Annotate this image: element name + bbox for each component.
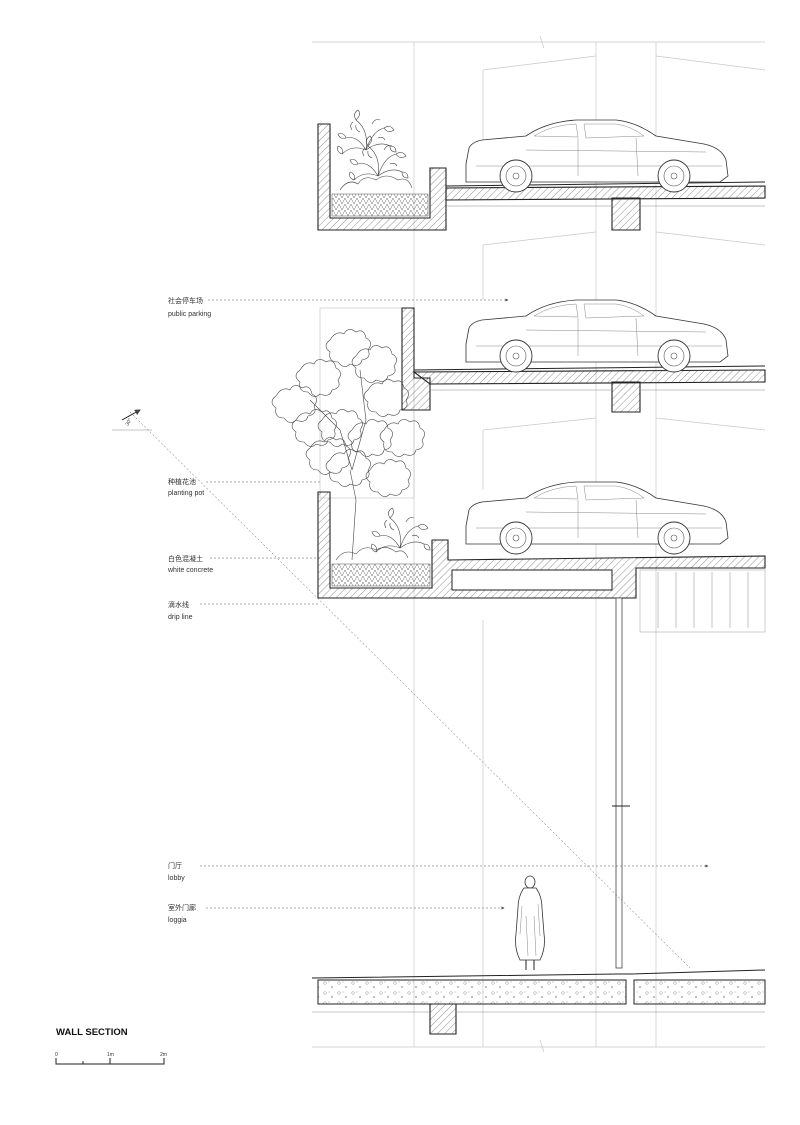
label-white-concrete: 白色混凝土 white concrete: [167, 554, 322, 574]
svg-text:loggia: loggia: [168, 917, 187, 924]
drawing-title: WALL SECTION: [56, 1027, 128, 1038]
svg-text:门厅: 门厅: [168, 861, 182, 870]
label-public-parking: 社会停车场 public parking: [168, 296, 509, 318]
ground-slab: [311, 875, 766, 1035]
svg-text:planting pot: planting pot: [168, 490, 204, 497]
person-icon: [515, 875, 545, 971]
label-planting-pot: 种植花池 planting pot: [168, 477, 322, 497]
label-lobby: 门厅 lobby: [168, 861, 709, 882]
level-middle: [401, 299, 766, 413]
svg-text:0: 0: [55, 1052, 58, 1058]
angle-label: 30°: [125, 417, 134, 427]
label-drip-line: 滴水线 drip line: [168, 600, 318, 621]
svg-text:白色混凝土: 白色混凝土: [168, 554, 203, 563]
car-icon: [465, 119, 729, 193]
svg-text:drip line: drip line: [168, 614, 193, 621]
scale-bar: 0 1m 2m: [55, 1052, 167, 1065]
svg-text:滴水线: 滴水线: [168, 600, 189, 609]
tree-icon: [271, 329, 425, 561]
car-icon: [465, 481, 729, 555]
level-lower: [317, 481, 766, 969]
svg-text:室外门廊: 室外门廊: [168, 903, 196, 912]
svg-text:1m: 1m: [107, 1052, 114, 1058]
svg-text:2m: 2m: [160, 1052, 167, 1058]
svg-text:public parking: public parking: [168, 311, 211, 318]
sun-angle: 30°: [112, 409, 691, 969]
level-top: [317, 109, 766, 231]
label-loggia: 室外门廊 loggia: [168, 903, 505, 924]
svg-text:white concrete: white concrete: [167, 567, 213, 574]
svg-text:lobby: lobby: [168, 875, 185, 882]
svg-text:种植花池: 种植花池: [168, 477, 196, 486]
car-icon: [465, 299, 729, 373]
svg-text:社会停车场: 社会停车场: [168, 296, 203, 305]
